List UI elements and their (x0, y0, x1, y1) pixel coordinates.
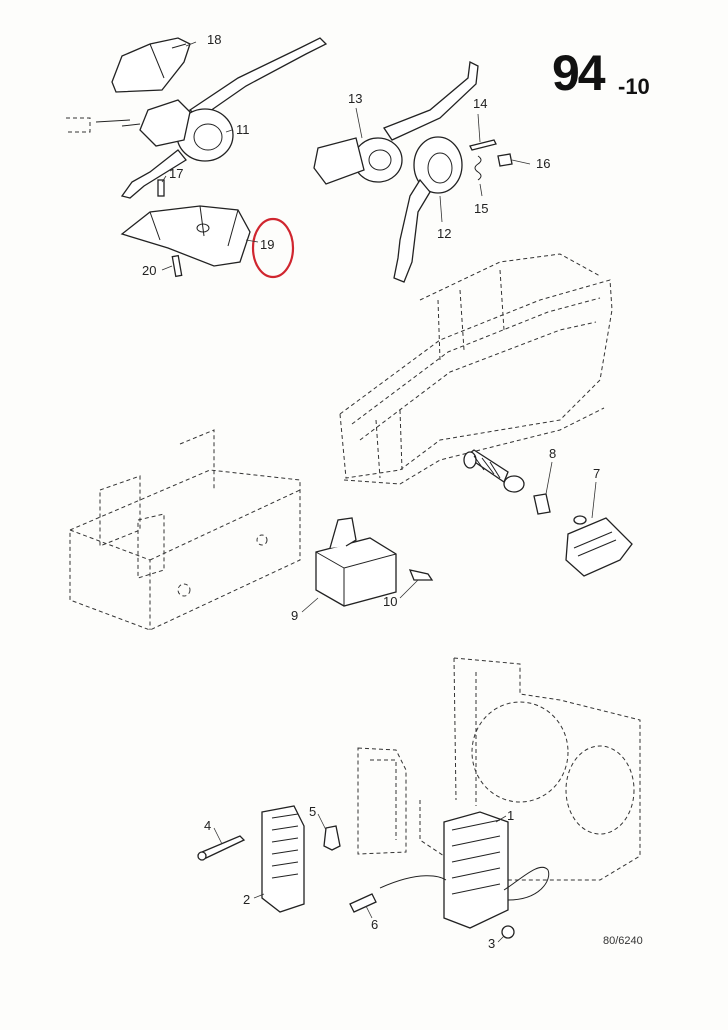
callout-11: 11 (236, 122, 250, 137)
bolt-4 (201, 835, 246, 859)
combination-switch-right-assembly (313, 61, 513, 283)
side-marker-lamp-assembly (463, 449, 633, 577)
bolt-4-head (197, 851, 207, 861)
callout-10: 10 (383, 594, 398, 609)
callout-5: 5 (309, 804, 317, 819)
lamp-mount-dashed-outline (357, 657, 641, 881)
callout-leader-lines (161, 41, 597, 943)
frame-dashed-outline (339, 253, 613, 485)
relay-9 (315, 517, 434, 607)
rear-lamp-right-1 (379, 811, 550, 929)
callout-9: 9 (291, 608, 299, 623)
callout-19: 19 (260, 237, 275, 252)
rear-lamp-left-2 (261, 805, 305, 913)
callout-16: 16 (536, 156, 551, 171)
callout-8: 8 (549, 446, 557, 461)
callout-18: 18 (207, 32, 222, 47)
callout-12: 12 (437, 226, 452, 241)
callout-13: 13 (348, 91, 363, 106)
callout-3: 3 (488, 936, 496, 951)
callout-20: 20 (142, 263, 157, 278)
callout-2: 2 (243, 892, 251, 907)
callout-1: 1 (507, 808, 515, 823)
callout-15: 15 (474, 201, 489, 216)
connector-6 (349, 893, 377, 913)
combination-switch-left-assembly (66, 37, 328, 278)
callout-6: 6 (371, 917, 379, 932)
relay-box-dashed-outline (69, 429, 301, 631)
callout-14: 14 (473, 96, 488, 111)
callout-4: 4 (204, 818, 212, 833)
highlight-circle (251, 217, 295, 279)
bulb-5 (323, 825, 341, 851)
callout-17: 17 (169, 166, 184, 181)
nut-3 (501, 925, 515, 939)
drawing-reference-code: 80/6240 (603, 935, 643, 947)
page-number-suffix: -10 (618, 74, 650, 99)
callout-7: 7 (593, 466, 601, 481)
page-number: 94 (552, 45, 606, 101)
